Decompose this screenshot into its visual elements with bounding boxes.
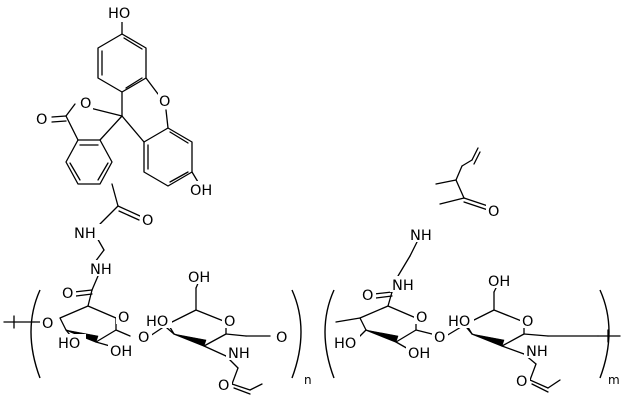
label-m-glcnac-ring-o: O (522, 314, 533, 330)
label-m-methacryl-o: O (488, 204, 499, 220)
label-n-left-glycosidic-o: O (42, 316, 53, 332)
repeat-unit-n (3, 273, 302, 395)
repeat-unit-m (324, 147, 621, 393)
label-m-methacryl-nh: NH (410, 228, 432, 244)
label-m-oh-c6: OH (488, 274, 510, 290)
fluorescein-moiety (51, 19, 199, 267)
left-paren-m (324, 289, 335, 379)
right-paren-m (599, 289, 610, 379)
label-n-acetamido-nh: NH (228, 346, 250, 362)
label-n-middle-glycosidic-o: O (138, 330, 149, 346)
label-n-ho-c4: HO (146, 314, 168, 330)
label-n-glucuronic-ring-o: O (118, 310, 129, 326)
label-xanthene-o: O (159, 94, 170, 110)
label-n-right-glycosidic-o: O (276, 330, 287, 346)
label-m-ho-c4: HO (448, 314, 470, 330)
label-m-acetyl-o: O (516, 374, 527, 390)
label-n-oh-2: OH (110, 344, 132, 360)
label-ho-top: HO (108, 6, 130, 22)
left-paren-n (30, 289, 41, 379)
label-lactone-o: O (80, 96, 91, 112)
label-n-oh-c6: OH (188, 270, 210, 286)
label-linker-o: O (62, 286, 73, 302)
label-m-oh-2: OH (408, 346, 430, 362)
right-paren-n (291, 289, 302, 379)
label-n-ho-3: HO (58, 336, 80, 352)
label-amide-nh: NH (74, 226, 96, 242)
label-m-ho-3: HO (334, 336, 356, 352)
label-m-acetamido-nh: NH (526, 344, 548, 360)
label-m-amide-o: O (362, 288, 373, 304)
label-linker-nh: NH (90, 262, 112, 278)
label-n-glcnac-ring-o: O (224, 314, 235, 330)
label-oh-bottom: OH (190, 183, 212, 199)
repeat-label-n: n (304, 373, 312, 387)
label-m-glucuronic-ring-o: O (416, 310, 427, 326)
label-m-middle-glycosidic-o: O (434, 330, 445, 346)
label-n-acetyl-o: O (218, 378, 229, 394)
repeat-label-m: m (608, 373, 620, 387)
lower-phenol-ring (143, 127, 193, 187)
upper-phenol-ring (97, 33, 147, 93)
label-carbonyl-o: O (36, 112, 47, 128)
phthalide-benzene-ring (65, 139, 113, 185)
label-amide-o: O (142, 213, 153, 229)
atom-labels: HO O O O OH O NH NH O O O HO OH O OH HO … (34, 4, 620, 394)
label-m-amide-nh: NH (392, 278, 414, 294)
